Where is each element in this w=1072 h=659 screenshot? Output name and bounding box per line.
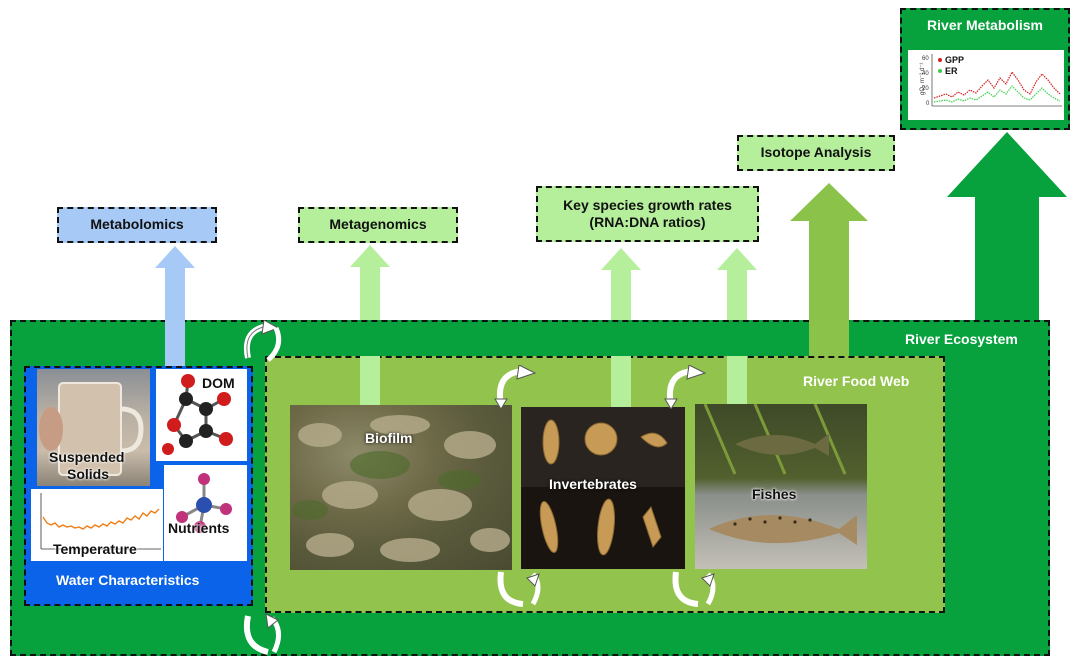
foodweb-to-isotope-arrow bbox=[790, 183, 868, 363]
fishes-label: Fishes bbox=[752, 486, 797, 502]
river-metabolism-panel: River Metabolism gO₂ m⁻² d⁻¹ 60 40 20 0 … bbox=[900, 8, 1070, 130]
biofilm-label: Biofilm bbox=[365, 430, 413, 446]
suspended-solids-label-1: Suspended bbox=[49, 449, 125, 465]
metagenomics-label: Metagenomics bbox=[298, 207, 458, 243]
isotope-analysis-label: Isotope Analysis bbox=[737, 135, 895, 171]
metabolomics-label: Metabolomics bbox=[57, 207, 217, 243]
key-species-line1: Key species growth rates bbox=[563, 196, 732, 213]
cycle-arrow-biofilm-invert-bottom bbox=[497, 571, 541, 607]
metagenomics-arrow-shaft bbox=[360, 356, 380, 408]
dom-label: DOM bbox=[202, 375, 235, 391]
tick-40: 40 bbox=[922, 71, 929, 77]
cycle-arrow-biofilm-invert-top bbox=[494, 365, 537, 409]
temperature-line-chart bbox=[40, 493, 161, 550]
cycle-arrow-invert-fish-bottom bbox=[672, 571, 716, 607]
cycle-arrow-invert-fish-top bbox=[664, 365, 707, 409]
river-ecosystem-label: River Ecosystem bbox=[905, 331, 1018, 347]
key-species-line2: (RNA:DNA ratios) bbox=[589, 214, 706, 230]
nutrients-label: Nutrients bbox=[168, 520, 230, 536]
river-food-web-label: River Food Web bbox=[803, 373, 910, 389]
metabolism-axis-label: gO₂ m⁻² d⁻¹ bbox=[920, 63, 926, 95]
nutrients-molecule-icon bbox=[176, 473, 232, 533]
water-characteristics-label: Water Characteristics bbox=[56, 572, 200, 588]
ecosystem-to-metabolism-arrow bbox=[947, 132, 1067, 327]
fishes-image: Fishes bbox=[695, 404, 867, 569]
invertebrates-image: Invertebrates bbox=[521, 407, 685, 569]
dom-tile: DOM bbox=[156, 369, 247, 461]
invertebrates-label: Invertebrates bbox=[549, 476, 637, 492]
river-metabolism-title: River Metabolism bbox=[927, 17, 1043, 34]
metabolism-mini-chart: gO₂ m⁻² d⁻¹ 60 40 20 0 GPP ER bbox=[908, 50, 1064, 120]
dom-molecule-icon bbox=[162, 374, 233, 455]
legend-gpp: GPP bbox=[945, 55, 964, 65]
invertebrates-arrow-shaft bbox=[611, 356, 631, 412]
beaker-icon bbox=[39, 382, 144, 476]
nutrients-tile: Nutrients bbox=[164, 465, 247, 561]
temperature-tile: Temperature bbox=[31, 489, 163, 561]
temperature-label: Temperature bbox=[53, 541, 137, 557]
tick-20: 20 bbox=[922, 86, 929, 92]
tick-60: 60 bbox=[922, 56, 929, 62]
biofilm-image: Biofilm bbox=[290, 405, 512, 570]
suspended-solids-tile: Suspended Solids bbox=[37, 369, 150, 486]
metabolomics-arrow-shaft bbox=[165, 320, 185, 370]
tick-0: 0 bbox=[926, 101, 930, 107]
key-species-growth-label: Key species growth rates (RNA:DNA ratios… bbox=[536, 186, 759, 242]
cycle-arrow-eco-water-top bbox=[244, 320, 282, 362]
legend-er: ER bbox=[945, 66, 958, 76]
cycle-arrow-eco-water-bottom bbox=[244, 613, 281, 655]
fishes-arrow-shaft bbox=[727, 356, 747, 412]
suspended-solids-label-2: Solids bbox=[67, 466, 110, 482]
